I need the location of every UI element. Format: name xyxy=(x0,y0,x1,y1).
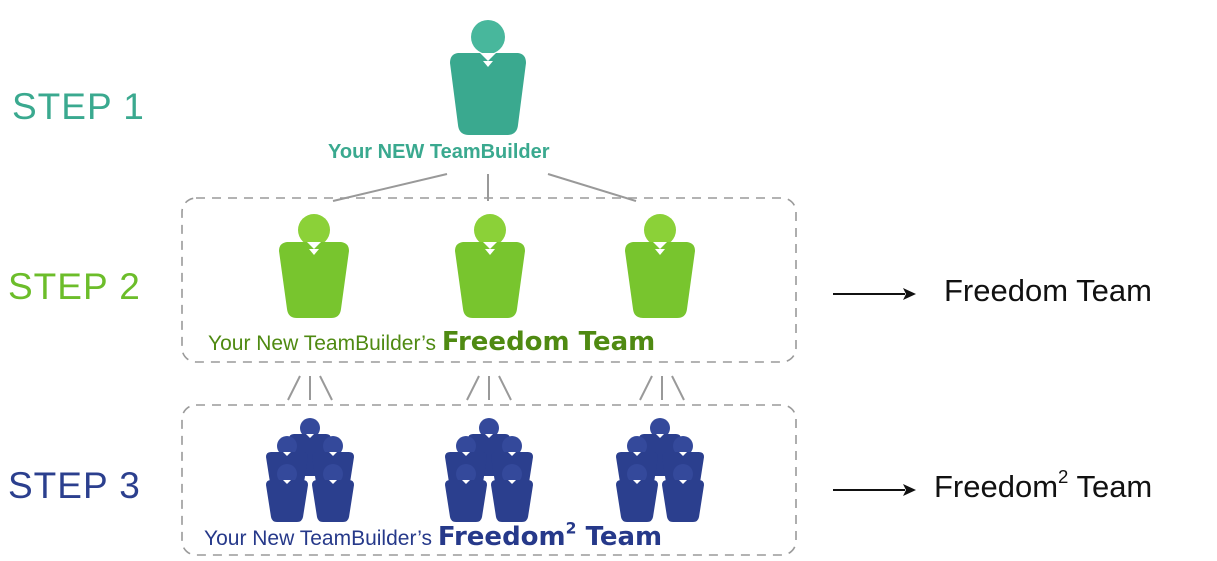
freedom2-group-icon xyxy=(445,418,533,522)
teambuilder-caption: Your NEW TeamBuilder xyxy=(328,141,550,163)
freedom-team-caption: Your New TeamBuilder’s Freedom Team xyxy=(208,327,655,357)
freedom2-team-label: Freedom2 Team xyxy=(934,466,1153,505)
connector-lines-top xyxy=(332,173,637,202)
freedom2-label-sup: 2 xyxy=(1058,466,1069,488)
freedom-member-icon xyxy=(455,214,525,318)
freedom2-caption-bold: Freedom2 Team xyxy=(437,519,663,552)
freedom-caption-prefix: Your New TeamBuilder’s xyxy=(208,332,437,355)
step2-label: STEP 2 xyxy=(8,266,141,307)
freedom2-group-icon xyxy=(616,418,704,522)
arrow-to-freedom-team xyxy=(833,288,916,300)
step2-dashed-box xyxy=(181,197,797,363)
freedom2-caption-prefix: Your New TeamBuilder’s xyxy=(204,527,433,550)
freedom-member-icon xyxy=(625,214,695,318)
arrow-to-freedom2-team xyxy=(833,484,916,496)
freedom2-caption-word: Freedom xyxy=(437,522,566,552)
freedom2-label-suffix: Team xyxy=(1076,469,1153,504)
freedom2-label-word: Freedom xyxy=(934,469,1059,504)
freedom2-caption-suffix: Team xyxy=(585,522,663,552)
step3-label: STEP 3 xyxy=(8,465,141,506)
freedom2-group-icon xyxy=(266,418,354,522)
freedom2-team-caption: Your New TeamBuilder’s Freedom2 Team xyxy=(204,519,663,552)
connector-lines-middle xyxy=(287,375,685,401)
teambuilder-person-icon xyxy=(450,20,526,135)
freedom-caption-bold: Freedom Team xyxy=(441,327,656,357)
step3-dashed-box xyxy=(181,404,797,556)
step1-label: STEP 1 xyxy=(12,86,145,127)
freedom-team-label: Freedom Team xyxy=(944,273,1152,308)
freedom-member-icon xyxy=(279,214,349,318)
freedom2-caption-sup: 2 xyxy=(565,519,577,538)
